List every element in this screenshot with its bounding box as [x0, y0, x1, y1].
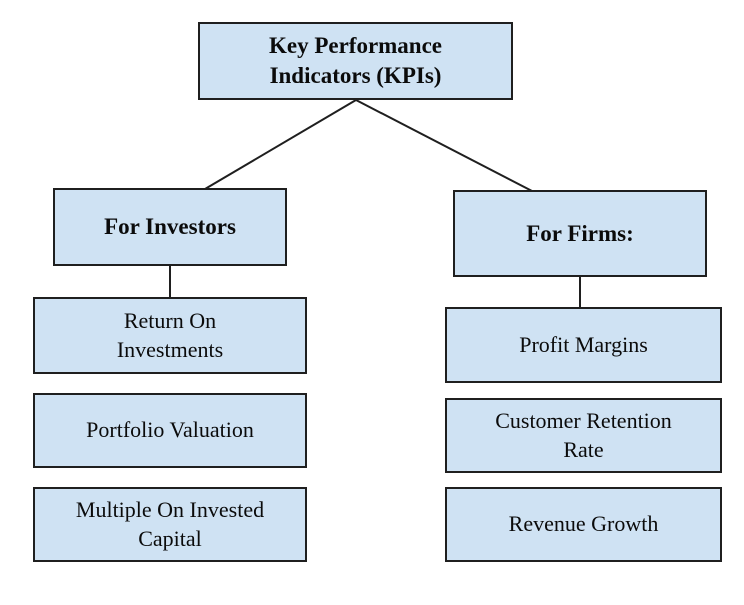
node-profit-margins-label: Profit Margins — [519, 331, 648, 357]
node-kpi-root-label: Key Performance Indicators (KPIs) — [268, 33, 443, 88]
node-customer-retention-rate: Customer Retention Rate — [445, 398, 722, 473]
connector-root-to-firms — [355, 99, 533, 192]
node-for-firms: For Firms: — [453, 190, 707, 277]
connector-root-to-investors — [204, 99, 357, 190]
node-portfolio-valuation-label: Portfolio Valuation — [86, 417, 254, 443]
node-for-investors: For Investors — [53, 188, 287, 266]
node-revenue-growth-label: Revenue Growth — [508, 511, 659, 537]
node-portfolio-valuation: Portfolio Valuation — [33, 393, 307, 468]
node-multiple-on-invested-capital: Multiple On Invested Capital — [33, 487, 307, 562]
node-customer-retention-rate-label: Customer Retention Rate — [495, 407, 672, 462]
node-revenue-growth: Revenue Growth — [445, 487, 722, 562]
node-for-firms-label: For Firms: — [526, 220, 634, 246]
node-kpi-root: Key Performance Indicators (KPIs) — [198, 22, 513, 100]
node-profit-margins: Profit Margins — [445, 307, 722, 383]
node-return-on-investments-label: Return On Investments — [116, 307, 224, 362]
node-multiple-on-invested-capital-label: Multiple On Invested Capital — [75, 496, 265, 551]
node-return-on-investments: Return On Investments — [33, 297, 307, 374]
node-for-investors-label: For Investors — [104, 214, 236, 240]
